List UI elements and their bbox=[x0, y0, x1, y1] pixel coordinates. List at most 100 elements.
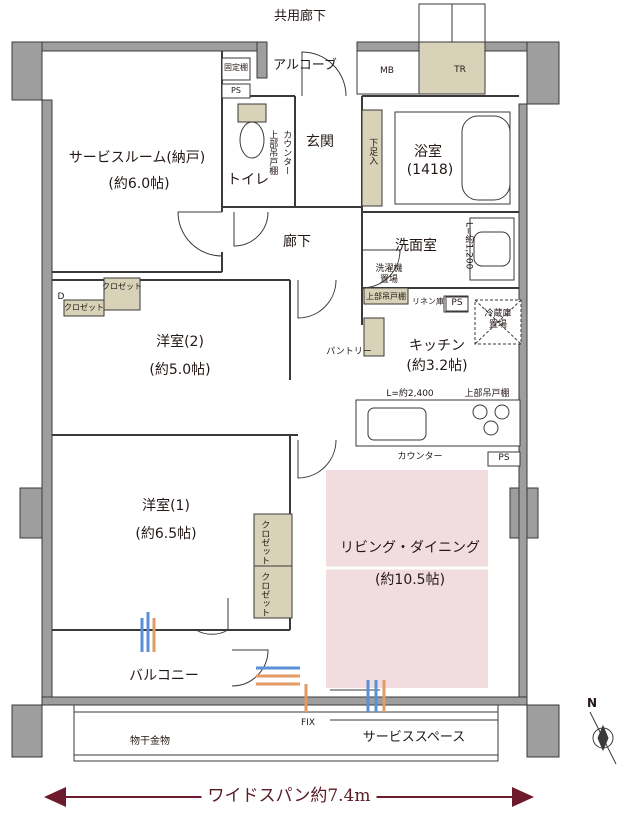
closet-label-b: クロゼット bbox=[64, 303, 104, 312]
toilet-bowl bbox=[239, 121, 265, 159]
compass-icon bbox=[589, 711, 617, 765]
compass-star bbox=[597, 724, 609, 752]
west1-closet-door bbox=[195, 598, 229, 635]
fix-label: FIX bbox=[301, 718, 315, 728]
top-right-pillar bbox=[526, 41, 560, 105]
west2-door bbox=[297, 279, 337, 319]
ps-box-kitchen bbox=[487, 451, 521, 467]
top-wall-left bbox=[41, 41, 258, 52]
airflow-arrows bbox=[140, 612, 386, 712]
exterior-walls bbox=[11, 41, 560, 758]
ps-box-top bbox=[221, 83, 251, 99]
burner-2 bbox=[494, 404, 510, 420]
basin bbox=[473, 231, 511, 267]
top-wall-right bbox=[484, 41, 528, 52]
bottom-left-pillar bbox=[11, 704, 43, 758]
western2-label: 洋室(2) bbox=[156, 334, 204, 350]
washroom-label: 洗面室 bbox=[395, 238, 437, 254]
counter-label-toilet: カウンター bbox=[281, 130, 292, 175]
wide-span-label: ワイドスパン約7.4m bbox=[201, 786, 377, 808]
north-label: N bbox=[586, 696, 598, 710]
closet-label-w1b: クロゼット bbox=[259, 572, 270, 617]
corridor-label: 共用廊下 bbox=[273, 9, 327, 24]
mb-label: MB bbox=[380, 66, 394, 76]
stove bbox=[472, 404, 510, 436]
service-door bbox=[177, 211, 223, 257]
west1-door bbox=[297, 439, 337, 479]
living-size: (約10.5帖) bbox=[374, 572, 446, 588]
drying-label: 物干金物 bbox=[130, 736, 170, 747]
ps-box-linen bbox=[445, 296, 469, 312]
shoe-box bbox=[361, 109, 383, 207]
left-mid-pillar bbox=[19, 487, 43, 539]
bath-label: 浴室 bbox=[414, 144, 442, 160]
kitchen-counter-label: カウンター bbox=[397, 452, 443, 462]
closet-label-a: クロゼット bbox=[102, 282, 142, 291]
shoe-box-label: 下足入 bbox=[367, 138, 378, 165]
top-wall-mb bbox=[356, 41, 420, 52]
closet-top-right bbox=[103, 277, 141, 311]
washer-label-1: 洗濯機 bbox=[375, 264, 403, 274]
ps-label-top: PS bbox=[231, 86, 241, 95]
linen-label: リネン庫 bbox=[412, 297, 444, 306]
living-label: リビング・ダイニング bbox=[340, 540, 480, 556]
tr-label: TR bbox=[454, 65, 466, 75]
span-arrowhead-right bbox=[512, 787, 534, 807]
closet-w1-b bbox=[253, 565, 293, 619]
living-highlight bbox=[326, 470, 488, 688]
fridge-diag-b bbox=[474, 299, 522, 345]
bottom-right-pillar bbox=[526, 704, 560, 758]
genkan-label: 玄関 bbox=[306, 134, 334, 150]
bath-size: (1418) bbox=[406, 162, 454, 178]
arrow-cool-1 bbox=[140, 612, 150, 652]
balcony-door bbox=[231, 649, 269, 687]
toilet-label: トイレ bbox=[227, 172, 269, 188]
kitchen-size: (約3.2帖) bbox=[406, 358, 468, 374]
balcony-label: バルコニー bbox=[129, 668, 199, 684]
pantry-label: パントリー bbox=[326, 347, 372, 357]
upper-cabinet-toilet: 上部吊戸棚 bbox=[267, 130, 278, 175]
kitchen-sink bbox=[367, 407, 427, 441]
hallway-label: 廊下 bbox=[283, 234, 311, 250]
d-label: D bbox=[57, 292, 65, 302]
kitchen-label: キッチン bbox=[409, 338, 465, 354]
bottom-wall bbox=[41, 696, 528, 706]
ps-label-kitchen: PS bbox=[498, 453, 510, 463]
ps-label-wash: PS bbox=[451, 298, 463, 308]
balcony bbox=[73, 704, 499, 762]
kitchen-dim: L=約2,400 bbox=[386, 389, 434, 399]
service-space-label: サービススペース bbox=[362, 730, 466, 745]
closet-top-left bbox=[63, 299, 105, 317]
service-room-label: サービスルーム(納戸) bbox=[68, 150, 206, 166]
fridge-label-2: 置場 bbox=[488, 320, 508, 330]
western1-size: (約6.5帖) bbox=[135, 526, 197, 542]
span-arrowhead-left bbox=[44, 787, 66, 807]
arrow-warm-2 bbox=[256, 674, 300, 686]
alcove-label: アルコーブ bbox=[273, 58, 337, 73]
balcony-outline bbox=[73, 704, 499, 762]
pantry-box bbox=[363, 317, 385, 357]
wash-door bbox=[361, 249, 401, 289]
tr-box bbox=[418, 41, 486, 95]
western1-label: 洋室(1) bbox=[142, 498, 190, 514]
fixed-shelf-box bbox=[221, 57, 251, 81]
western2-size: (約5.0帖) bbox=[149, 362, 211, 378]
entry-door bbox=[301, 51, 347, 97]
left-wall bbox=[41, 99, 53, 706]
fixed-shelf-label: 固定棚 bbox=[224, 63, 248, 72]
arrow-cool-3 bbox=[366, 680, 378, 712]
toilet-door bbox=[233, 211, 269, 247]
bathtub bbox=[461, 115, 511, 201]
top-left-pillar bbox=[11, 41, 43, 101]
washer-label-2: 置場 bbox=[379, 275, 399, 285]
washer-upper-shelf bbox=[363, 287, 409, 305]
washroom-dim: L=約1,200 bbox=[463, 222, 474, 270]
burner-3 bbox=[483, 420, 499, 436]
toilet-counter-shelf bbox=[237, 103, 267, 123]
alcove-wall bbox=[256, 41, 268, 79]
closet-label-w1a: クロゼット bbox=[259, 520, 270, 565]
mb-box bbox=[356, 50, 420, 95]
fridge-label-1: 冷蔵庫 bbox=[484, 309, 512, 319]
washer-upper-cabinet: 上部吊戸棚 bbox=[366, 292, 406, 301]
